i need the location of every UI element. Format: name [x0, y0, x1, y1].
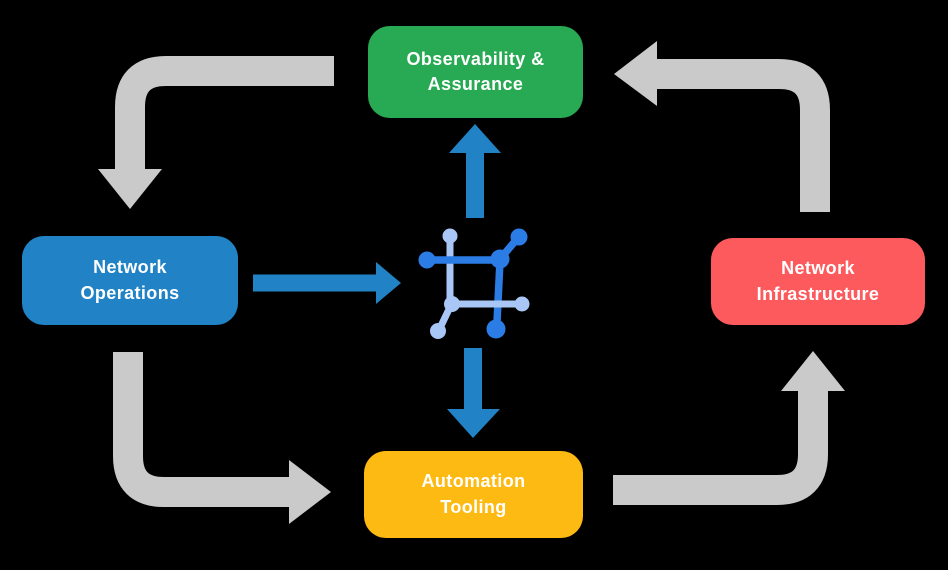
- node-infrastructure-label: Network Infrastructure: [756, 258, 880, 304]
- arrow-center-to-automation: [447, 348, 500, 438]
- node-observability-assurance: Observability & Assurance: [368, 26, 583, 118]
- node-network-operations: Network Operations: [22, 236, 238, 325]
- node-operations-label: Network Operations: [80, 257, 180, 303]
- node-automation-tooling: Automation Tooling: [364, 451, 583, 538]
- arrow-operations-to-center: [253, 262, 401, 304]
- arrow-infrastructure-to-observability: [614, 41, 830, 212]
- node-observability-label: Observability & Assurance: [406, 48, 545, 94]
- arrow-automation-to-infrastructure: [613, 351, 845, 505]
- node-automation-label: Automation Tooling: [421, 471, 526, 517]
- arrow-observability-to-operations: [98, 56, 334, 209]
- arrow-operations-to-automation: [113, 352, 331, 524]
- arrow-center-to-observability: [449, 124, 501, 218]
- node-network-infrastructure: Network Infrastructure: [711, 238, 925, 325]
- network-mesh-icon: [418, 228, 530, 339]
